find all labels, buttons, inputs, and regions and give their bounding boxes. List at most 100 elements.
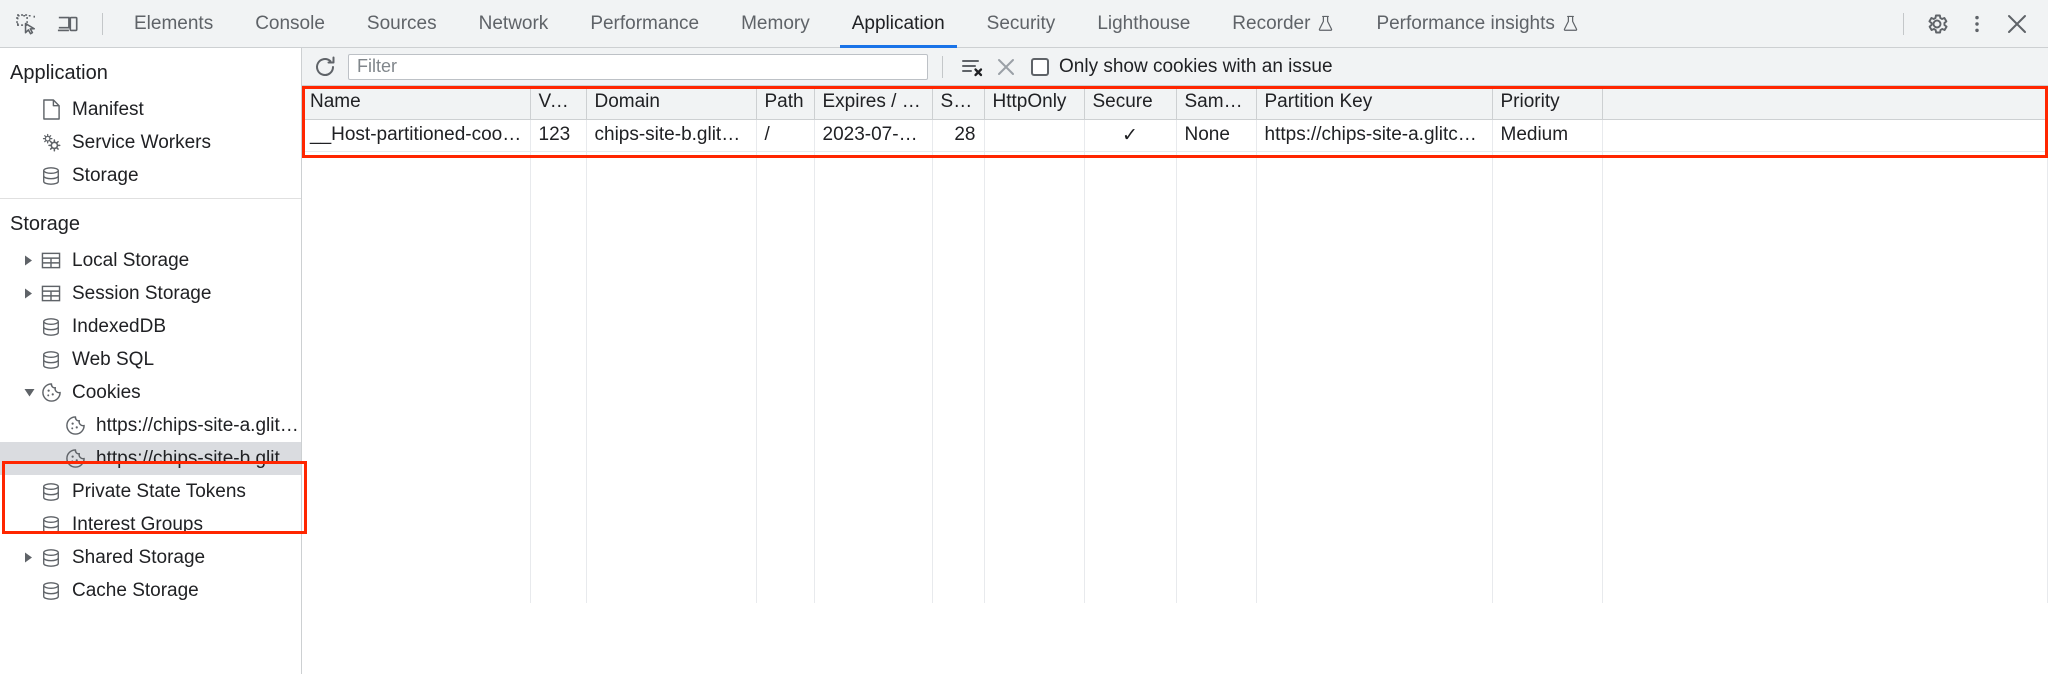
- sidebar-item-local-storage[interactable]: Local Storage: [0, 244, 301, 277]
- sidebar-item-label: Shared Storage: [72, 546, 206, 568]
- sidebar-item-interest-groups[interactable]: Interest Groups: [0, 508, 301, 541]
- column-header-samesite[interactable]: SameSite: [1176, 86, 1257, 120]
- sidebar-item-indexeddb[interactable]: IndexedDB: [0, 310, 301, 343]
- sidebar-item-label: Storage: [72, 164, 139, 186]
- filter-placeholder-text: Filter: [357, 56, 397, 76]
- experiment-flask-icon: [1562, 15, 1579, 32]
- table-header-row: Name Value Domain Path Expires / M… Size…: [302, 86, 2048, 120]
- tab-memory[interactable]: Memory: [720, 0, 831, 48]
- table-row[interactable]: __Host-partitioned-cookie 123 chips-site…: [302, 119, 2048, 152]
- column-header-name[interactable]: Name: [302, 86, 531, 120]
- cell-path[interactable]: /: [756, 119, 815, 152]
- cell-secure[interactable]: ✓: [1084, 119, 1177, 152]
- panel-tabs: Elements Console Sources Network Perform…: [113, 0, 1600, 48]
- sidebar-item-label: Manifest: [72, 98, 144, 120]
- tab-label: Recorder: [1232, 12, 1311, 34]
- database-icon: [39, 514, 63, 536]
- refresh-icon[interactable]: [310, 52, 340, 82]
- tab-label: Application: [851, 12, 945, 34]
- chevron-right-icon[interactable]: [22, 288, 36, 299]
- sidebar-item-label: Service Workers: [72, 131, 212, 153]
- tab-label: Security: [986, 12, 1056, 34]
- sidebar-item-cookie-site-b[interactable]: https://chips-site-b.glitch.me: [0, 442, 301, 475]
- tab-lighthouse[interactable]: Lighthouse: [1076, 0, 1211, 48]
- checkbox-box[interactable]: [1031, 57, 1049, 76]
- database-icon: [39, 349, 63, 371]
- cell-priority[interactable]: Medium: [1492, 119, 1603, 152]
- close-icon[interactable]: [1998, 5, 2036, 43]
- sidebar-item-session-storage[interactable]: Session Storage: [0, 277, 301, 310]
- tab-performance[interactable]: Performance: [569, 0, 720, 48]
- column-header-partition-key[interactable]: Partition Key: [1256, 86, 1493, 120]
- delete-selected-cookie-icon[interactable]: [991, 52, 1021, 82]
- column-header-priority[interactable]: Priority: [1492, 86, 1603, 120]
- cell-value[interactable]: 123: [530, 119, 587, 152]
- cell-name[interactable]: __Host-partitioned-cookie: [302, 119, 531, 152]
- column-header-path[interactable]: Path: [756, 86, 815, 120]
- sidebar-item-label: https://chips-site-b.glitch.me: [96, 447, 301, 469]
- table-icon: [39, 283, 63, 305]
- inspect-element-icon[interactable]: [8, 6, 44, 42]
- sidebar-item-shared-storage[interactable]: Shared Storage: [0, 541, 301, 574]
- tab-application[interactable]: Application: [831, 0, 966, 48]
- sidebar-item-service-workers[interactable]: Service Workers: [0, 126, 301, 159]
- only-show-issues-checkbox[interactable]: Only show cookies with an issue: [1031, 56, 1333, 78]
- tab-label: Console: [255, 12, 325, 34]
- cookies-toolbar: Filter Only show cookies with an issue: [302, 48, 2048, 86]
- tab-elements[interactable]: Elements: [113, 0, 234, 48]
- tab-label: Sources: [366, 12, 437, 34]
- tab-sources[interactable]: Sources: [346, 0, 458, 48]
- cell-samesite[interactable]: None: [1176, 119, 1257, 152]
- tab-performance-insights[interactable]: Performance insights: [1355, 0, 1599, 48]
- cookies-table-container: Name Value Domain Path Expires / M… Size…: [302, 86, 2048, 674]
- tabbar-right-icons: [1897, 5, 2048, 43]
- tab-security[interactable]: Security: [966, 0, 1077, 48]
- tab-label: Network: [478, 12, 549, 34]
- column-header-value[interactable]: Value: [530, 86, 587, 120]
- column-header-httponly[interactable]: HttpOnly: [984, 86, 1085, 120]
- toolbar-divider: [102, 12, 103, 35]
- tab-network[interactable]: Network: [458, 0, 570, 48]
- device-toolbar-icon[interactable]: [50, 6, 86, 42]
- clear-all-cookies-icon[interactable]: [957, 52, 987, 82]
- gear-icon[interactable]: [1918, 5, 1956, 43]
- column-header-size[interactable]: Size: [932, 86, 985, 120]
- cell-size[interactable]: 28: [932, 119, 985, 152]
- database-icon: [39, 165, 63, 187]
- column-header-domain[interactable]: Domain: [586, 86, 757, 120]
- more-vertical-icon[interactable]: [1958, 5, 1996, 43]
- sidebar-section-storage: Storage: [10, 213, 81, 235]
- sidebar-item-label: Cache Storage: [72, 579, 199, 601]
- table-empty-row: [302, 151, 2048, 183]
- cookie-icon: [39, 382, 63, 404]
- sidebar-item-label: Interest Groups: [72, 513, 203, 535]
- cell-expires[interactable]: 2023-07-07…: [814, 119, 933, 152]
- database-icon: [39, 547, 63, 569]
- tab-recorder[interactable]: Recorder: [1211, 0, 1355, 48]
- sidebar-item-web-sql[interactable]: Web SQL: [0, 343, 301, 376]
- cell-httponly[interactable]: [984, 119, 1085, 152]
- chevron-down-icon[interactable]: [22, 388, 36, 398]
- tab-label: Lighthouse: [1097, 12, 1191, 34]
- toolbar-divider: [942, 55, 943, 78]
- chevron-right-icon[interactable]: [22, 255, 36, 266]
- column-header-expires[interactable]: Expires / M…: [814, 86, 933, 120]
- column-header-secure[interactable]: Secure: [1084, 86, 1177, 120]
- sidebar-item-cache-storage[interactable]: Cache Storage: [0, 574, 301, 607]
- tab-label: Performance: [590, 12, 700, 34]
- sidebar-item-private-state-tokens[interactable]: Private State Tokens: [0, 475, 301, 508]
- sidebar-item-manifest[interactable]: Manifest: [0, 93, 301, 126]
- column-header-spacer: [1602, 86, 2048, 120]
- tab-console[interactable]: Console: [234, 0, 346, 48]
- cell-domain[interactable]: chips-site-b.glitch.me: [586, 119, 757, 152]
- tabbar-left-icons: [0, 6, 113, 42]
- sidebar-item-cookies[interactable]: Cookies: [0, 376, 301, 409]
- filter-input[interactable]: Filter: [348, 53, 928, 80]
- tab-label: Performance insights: [1376, 12, 1555, 34]
- sidebar-item-storage[interactable]: Storage: [0, 159, 301, 192]
- chevron-right-icon[interactable]: [22, 552, 36, 563]
- database-icon: [39, 316, 63, 338]
- cell-partition-key[interactable]: https://chips-site-a.glitch.me: [1256, 119, 1493, 152]
- devtools-tabbar: Elements Console Sources Network Perform…: [0, 0, 2048, 48]
- sidebar-item-cookie-site-a[interactable]: https://chips-site-a.glitch.me: [0, 409, 301, 442]
